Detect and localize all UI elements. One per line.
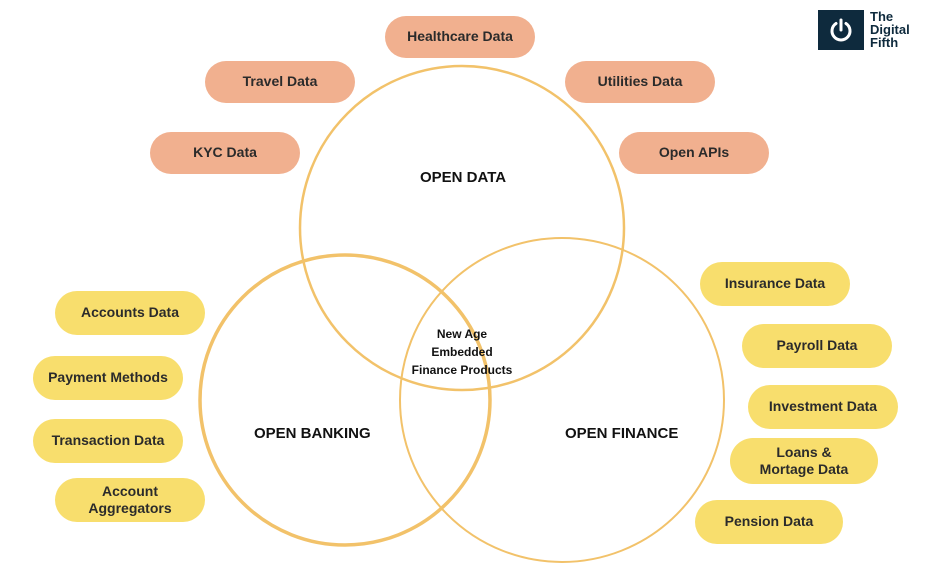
center-label-line-3: Finance Products <box>411 363 513 377</box>
healthcare-data-pill: Healthcare Data <box>385 16 535 58</box>
open-apis-pill: Open APIs <box>619 132 769 174</box>
payment-methods-pill: Payment Methods <box>33 356 183 400</box>
the-digital-fifth-logo: The Digital Fifth <box>818 10 910 50</box>
center-intersection-label: New Age Embedded Finance Products <box>402 325 522 379</box>
travel-data-pill: Travel Data <box>205 61 355 103</box>
accounts-data-pill: Accounts Data <box>55 291 205 335</box>
center-label-line-1: New Age <box>436 327 488 341</box>
loans-mortgage-data-pill: Loans & Mortage Data <box>730 438 878 484</box>
logo-line-3: Fifth <box>870 35 899 50</box>
account-aggregators-pill: Account Aggregators <box>55 478 205 522</box>
kyc-data-pill: KYC Data <box>150 132 300 174</box>
open-finance-label: OPEN FINANCE <box>565 425 679 442</box>
open-finance-circle <box>399 237 725 563</box>
logo-line-2: Digital <box>870 22 910 37</box>
payroll-data-pill: Payroll Data <box>742 324 892 368</box>
center-label-line-2: Embedded <box>431 345 493 359</box>
pension-data-pill: Pension Data <box>695 500 843 544</box>
open-data-circle <box>298 64 626 392</box>
insurance-data-pill: Insurance Data <box>700 262 850 306</box>
logo-line-1: The <box>870 9 894 24</box>
transaction-data-pill: Transaction Data <box>33 419 183 463</box>
power-icon <box>818 10 864 50</box>
investment-data-pill: Investment Data <box>748 385 898 429</box>
open-banking-circle <box>198 253 492 547</box>
logo-wordmark: The Digital Fifth <box>870 10 910 49</box>
utilities-data-pill: Utilities Data <box>565 61 715 103</box>
open-data-label: OPEN DATA <box>420 169 507 186</box>
open-banking-label: OPEN BANKING <box>254 425 371 442</box>
